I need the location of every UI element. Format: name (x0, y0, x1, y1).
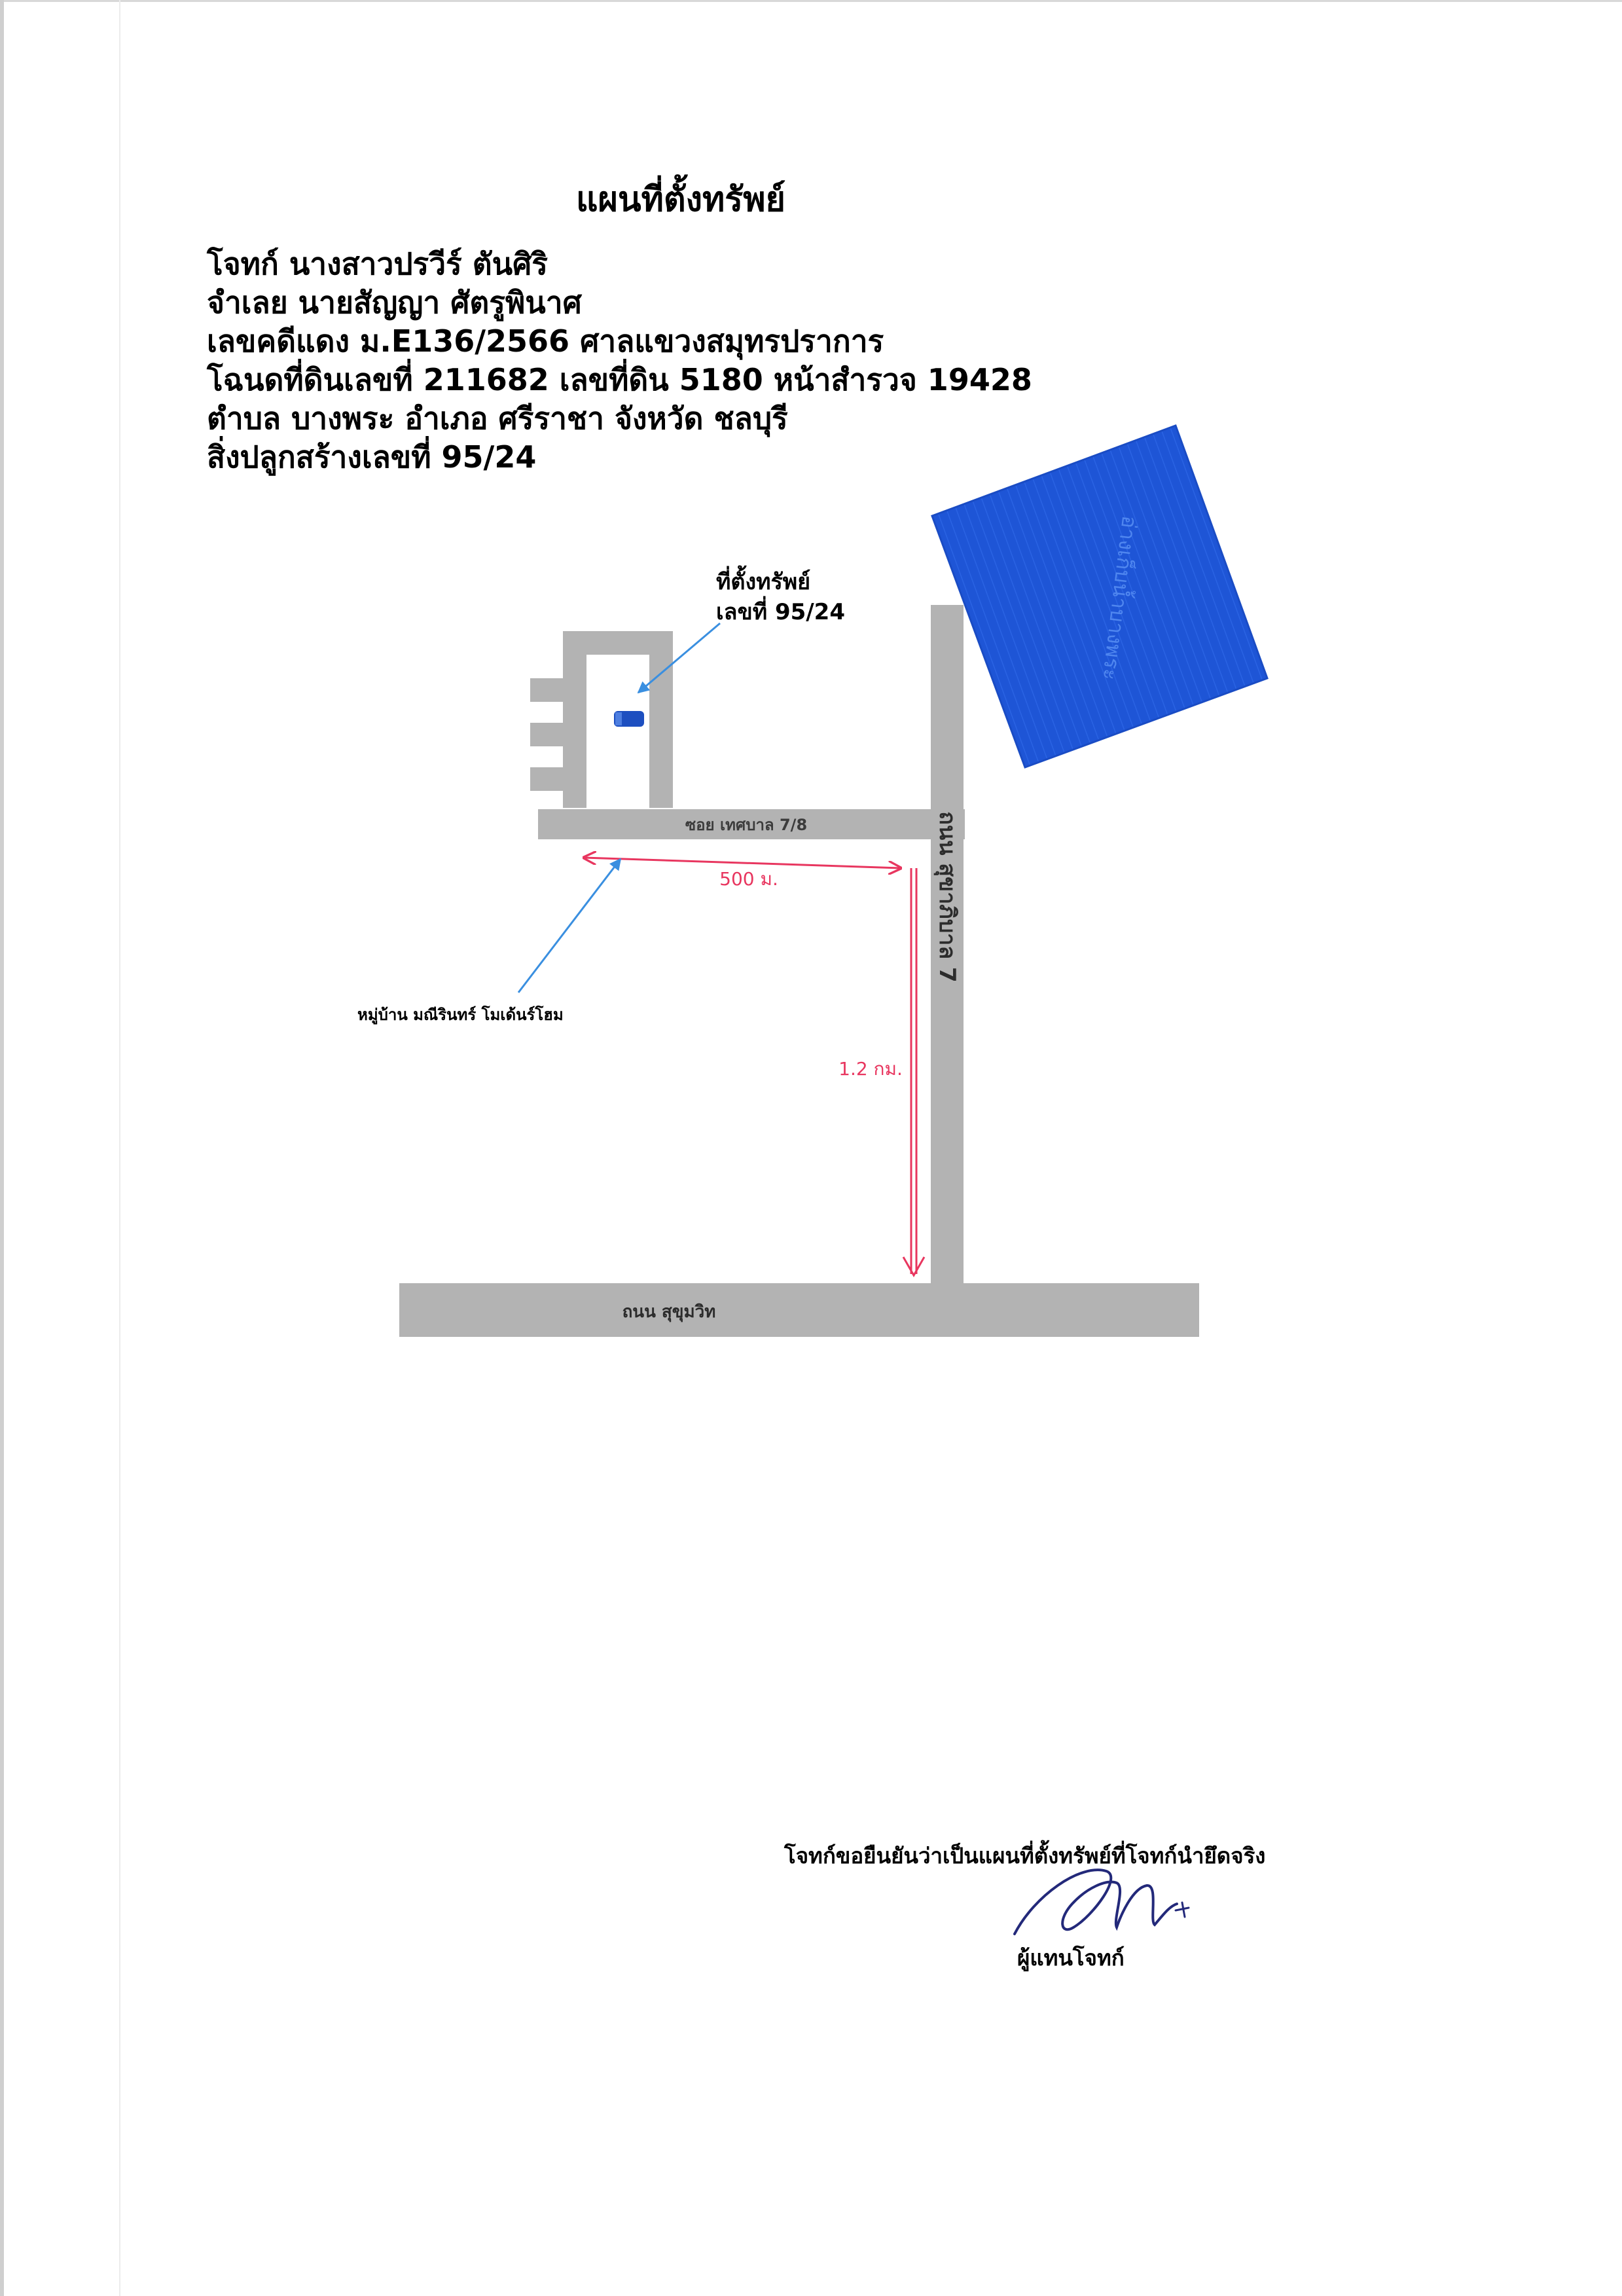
location-line: ตำบล บางพระ อำเภอ ศรีราชา จังหวัด ชลบุรี (207, 401, 788, 436)
housing-block (530, 631, 673, 808)
distance-horizontal-label: 500 ม. (719, 868, 778, 890)
main-road-vertical (931, 605, 964, 1288)
plaintiff-line: โจทก์ นางสาวปรวีร์ ตันศิริ (207, 246, 549, 282)
title-deed-line: โฉนดที่ดินเลขที่ 211682 เลขที่ดิน 5180 ห… (207, 362, 1032, 397)
reservoir: อ่างเก็บน้ำบางพระ (931, 424, 1269, 769)
property-label-number: เลขที่ 95/24 (716, 599, 845, 625)
soi-road-label: ซอย เทศบาล 7/8 (685, 816, 807, 834)
distance-vertical: 1.2 กม. (838, 868, 926, 1278)
page-title: แผนที่ตั้งทรัพย์ (576, 180, 785, 219)
distance-horizontal: 500 ม. (584, 858, 901, 890)
signature (1013, 1868, 1190, 1935)
scan-edge (0, 0, 4, 2296)
village-label: หมู่บ้าน มณีรินทร์ โมเด้นร์โฮม (357, 1006, 564, 1024)
case-number-line: เลขคดีแดง ม.E136/2566 ศาลแขวงสมุทรปราการ (207, 323, 884, 359)
property-label-title: ที่ตั้งทรัพย์ (716, 569, 811, 595)
scan-fold-line (119, 0, 120, 2296)
building-number-line: สิ่งปลูกสร้างเลขที่ 95/24 (207, 439, 537, 475)
case-info: โจทก์ นางสาวปรวีร์ ตันศิริ จำเลย นายสัญญ… (207, 245, 1032, 477)
property-marker (614, 711, 644, 727)
bottom-road-label: ถนน สุขุมวิท (622, 1302, 716, 1322)
distance-vertical-label: 1.2 กม. (838, 1058, 903, 1080)
scan-edge (0, 0, 1622, 2)
vertical-road-label: ถนน สุขาภิบาล 7 (933, 811, 960, 982)
confirmation-statement: โจทก์ขอยืนยันว่าเป็นแผนที่ตั้งทรัพย์ที่โ… (784, 1843, 1266, 1868)
village-pointer-arrow (517, 858, 622, 993)
property-label: ที่ตั้งทรัพย์ เลขที่ 95/24 (716, 567, 845, 627)
representative-label: ผู้แทนโจทก์ (1017, 1945, 1125, 1971)
defendant-line: จำเลย นายสัญญา ศัตรูพินาศ (207, 285, 582, 320)
soi-road (538, 809, 965, 839)
property-pointer-arrow (637, 622, 721, 694)
main-road-horizontal (399, 1283, 1199, 1337)
